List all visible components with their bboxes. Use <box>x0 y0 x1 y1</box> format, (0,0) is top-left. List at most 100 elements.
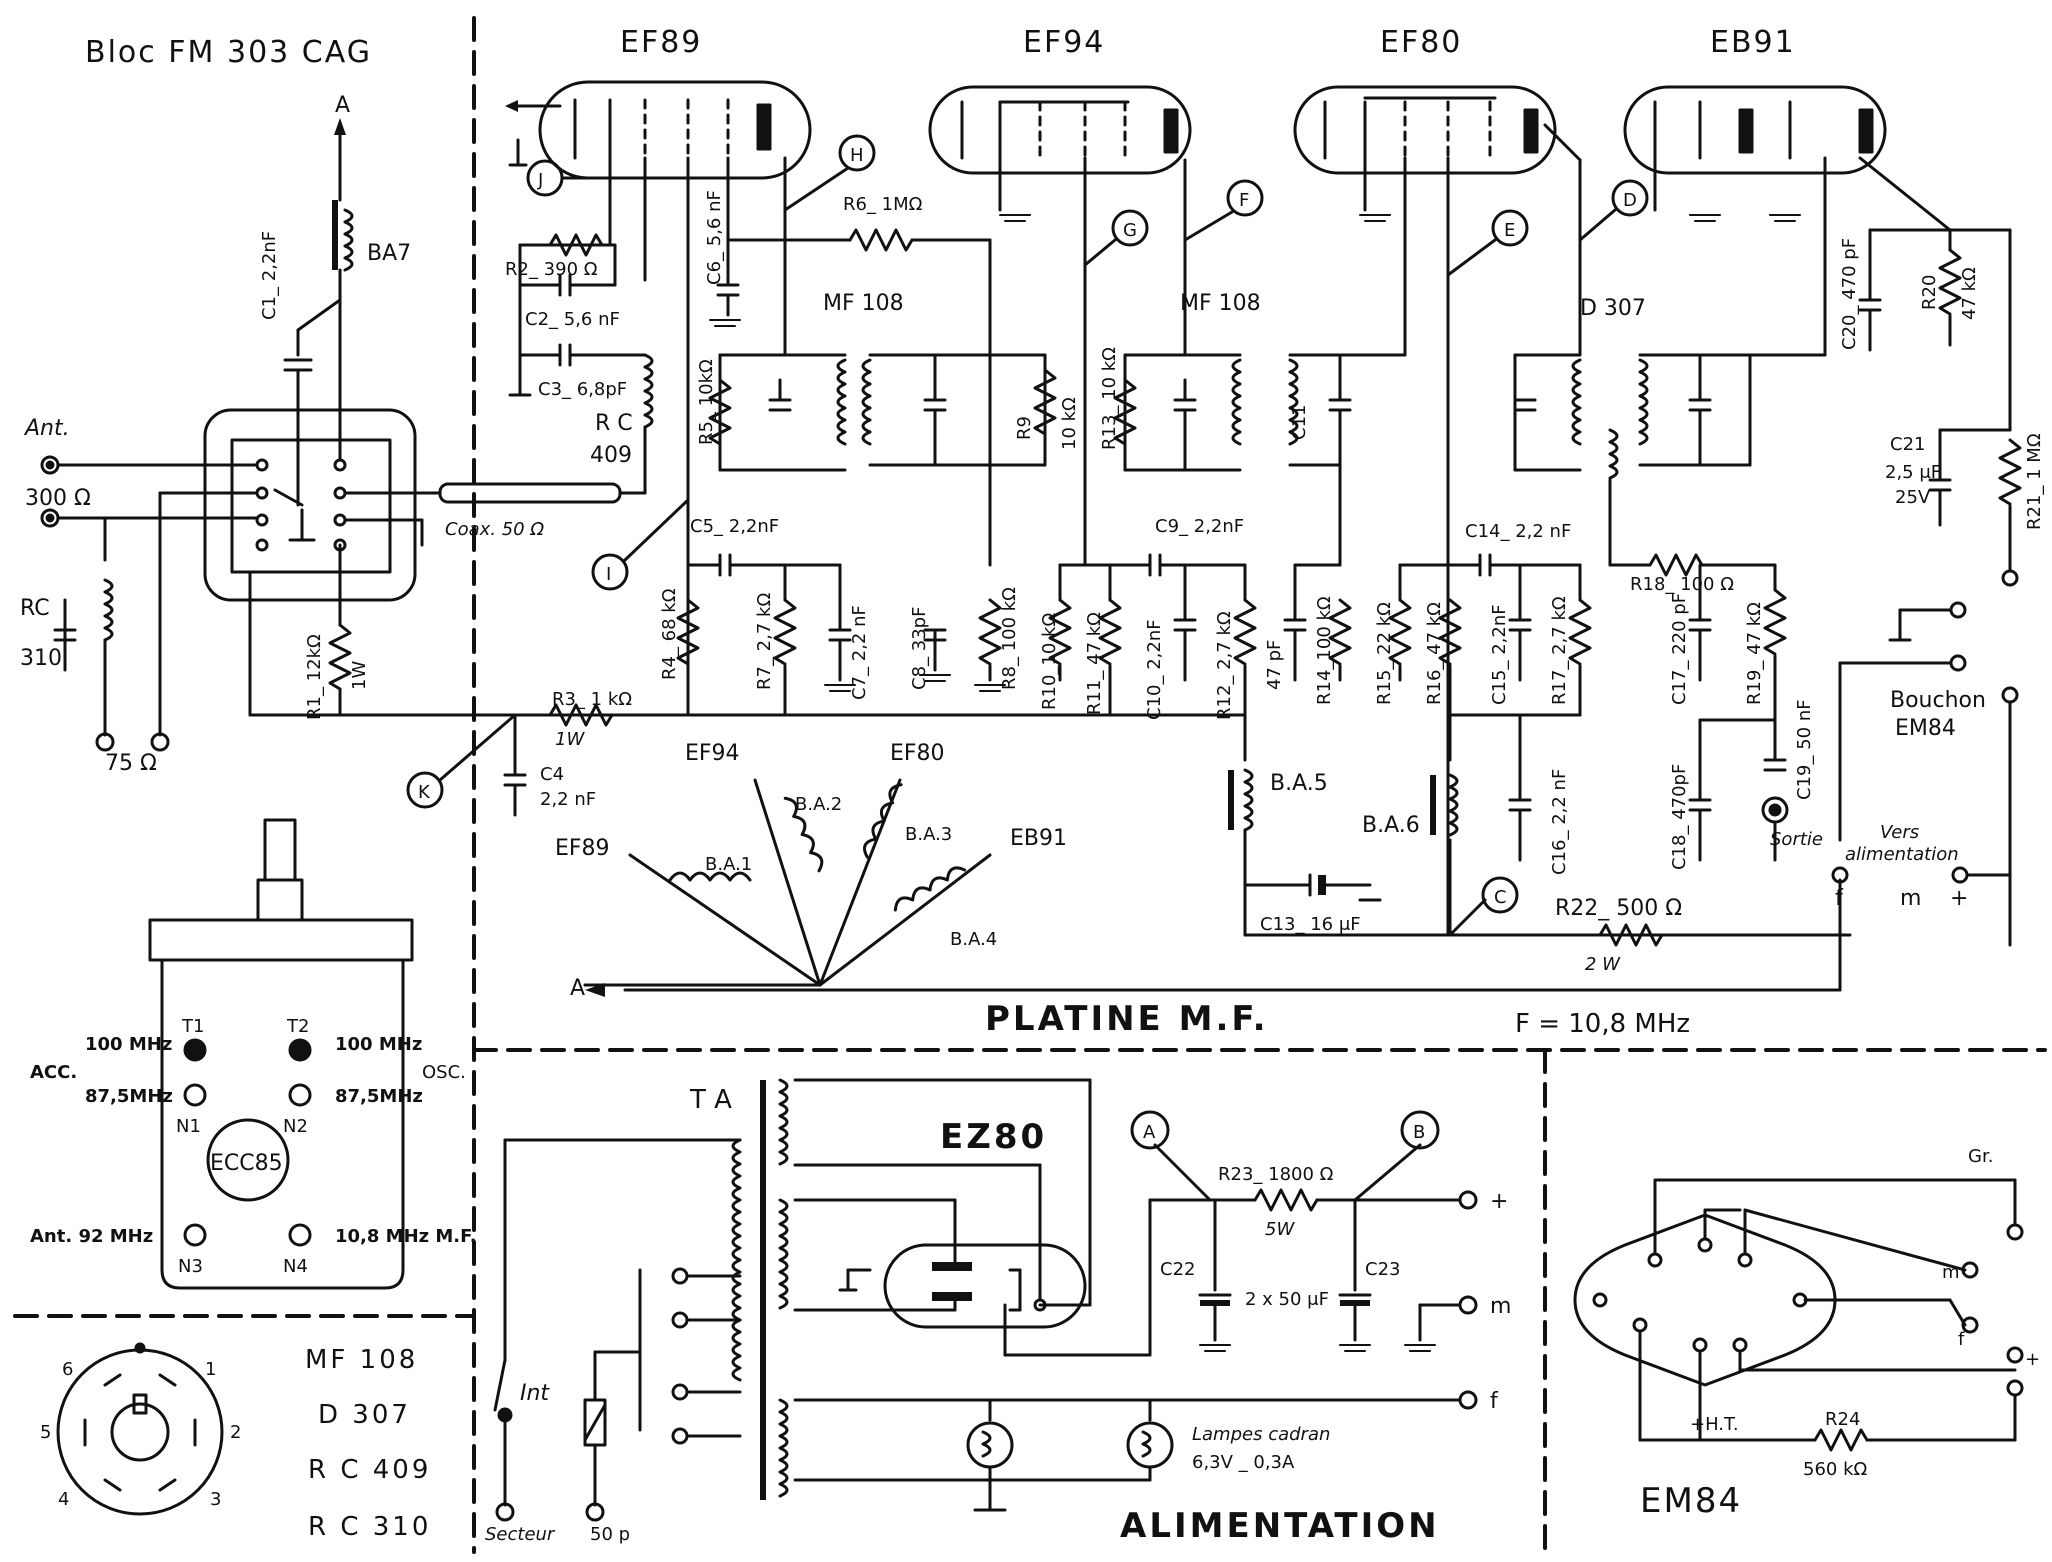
power-grounds <box>1199 1344 1436 1352</box>
label-c11-val: 47 pF <box>1264 640 1285 690</box>
pin-3: 3 <box>210 1489 221 1510</box>
label-ba7: BA7 <box>367 241 411 266</box>
heater-label-eb91: EB91 <box>1010 826 1067 851</box>
ecc85-n3: N3 <box>178 1256 203 1277</box>
point-B-power: B <box>1413 1122 1425 1143</box>
point-A-fan: A <box>570 976 585 1001</box>
heater-fan <box>583 778 992 987</box>
label-ba5: B.A.5 <box>1270 771 1328 796</box>
point-K: K <box>418 782 431 803</box>
point-E: E <box>1504 220 1515 241</box>
label-c21: C21 <box>1890 434 1925 455</box>
tube-label-ef94: EF94 <box>1023 25 1105 60</box>
pin-5: 5 <box>40 1422 51 1443</box>
ecc85-block <box>148 818 414 1290</box>
label-c16: C16_ 2,2 nF <box>1549 769 1570 875</box>
ecc85-t1: T1 <box>181 1016 204 1037</box>
label-300ohm: 300 Ω <box>25 486 91 511</box>
ef80-stage <box>1283 156 1592 937</box>
tube-label-ef80: EF80 <box>1380 25 1462 60</box>
point-A-top: A <box>335 93 350 118</box>
label-ba4: B.A.4 <box>950 929 997 950</box>
ecc85-n4: N4 <box>283 1256 308 1277</box>
label-r1-w: 1W <box>349 661 370 690</box>
em84-gr: Gr. <box>1968 1146 1993 1167</box>
label-r9-val: 10 kΩ <box>1059 397 1080 450</box>
ecc85-acc: ACC. <box>30 1062 77 1083</box>
label-bouchon-em84: EM84 <box>1895 716 1956 741</box>
ef89-stage <box>508 138 1057 717</box>
ecc85-osc: OSC. <box>422 1062 466 1083</box>
label-r20: R20 <box>1919 275 1940 310</box>
em84-m: m <box>1942 1262 1960 1283</box>
label-r3: R3_ 1 kΩ <box>552 689 632 710</box>
label-ba3: B.A.3 <box>905 824 952 845</box>
label-r22-w: 2 W <box>1585 954 1621 975</box>
label-c10: C10_ 2,2nF <box>1144 619 1165 720</box>
label-terminal-f: f <box>1835 886 1844 911</box>
power-terminal-m: m <box>1490 1294 1511 1319</box>
label-c3: C3_ 6,8pF <box>538 379 627 400</box>
label-ant: Ant. <box>23 416 70 441</box>
label-ba2: B.A.2 <box>795 794 842 815</box>
label-rc310-num: 310 <box>20 646 62 671</box>
em84-f: f <box>1958 1329 1965 1350</box>
label-r9: R9 <box>1014 416 1035 440</box>
frequency-label: F = 10,8 MHz <box>1515 1009 1690 1039</box>
eb91-stage <box>1513 123 2022 862</box>
label-c1: C1_ 2,2nF <box>259 231 280 320</box>
label-c13: C13_ 16 μF <box>1260 914 1361 935</box>
ecc85-100mhz-left: 100 MHz <box>85 1034 172 1055</box>
label-r23-w: 5W <box>1265 1219 1295 1240</box>
label-c8: C8_ 33pF <box>909 607 930 690</box>
point-G: G <box>1123 220 1137 241</box>
legend-d307: D 307 <box>318 1400 411 1430</box>
label-r3-w: 1W <box>555 729 585 750</box>
label-c2: C2_ 5,6 nF <box>525 309 620 330</box>
ecc85-875mhz-left: 87,5MHz <box>85 1086 173 1107</box>
ecc85-n2: N2 <box>283 1116 308 1137</box>
label-terminal-m: m <box>1900 886 1921 911</box>
ecc85-t2: T2 <box>286 1016 309 1037</box>
heater-label-ef80: EF80 <box>890 741 945 766</box>
bloc-fm-tuner <box>40 118 647 752</box>
ba5-ba6-r22 <box>1228 768 1664 947</box>
ecc85-mf108: 10,8 MHz M.F. <box>335 1226 477 1247</box>
em84-r24: R24 <box>1825 1409 1860 1430</box>
point-H: H <box>850 145 864 166</box>
label-secteur: Secteur <box>485 1524 556 1545</box>
label-lampes-val: 6,3V _ 0,3A <box>1192 1452 1295 1473</box>
label-ta: T A <box>689 1085 732 1115</box>
alimentation-title: ALIMENTATION <box>1120 1506 1440 1546</box>
label-r5: R5_ 10kΩ <box>696 359 717 445</box>
test-points <box>406 134 1649 937</box>
ecc85-100mhz-right: 100 MHz <box>335 1034 422 1055</box>
label-r21: R21_ 1 MΩ <box>2024 433 2045 530</box>
pin-4: 4 <box>58 1489 69 1510</box>
em84-r24-val: 560 kΩ <box>1803 1459 1868 1480</box>
label-r23: R23_ 1800 Ω <box>1218 1164 1334 1185</box>
pin-socket <box>56 1342 224 1516</box>
tube-ef80 <box>1293 85 1557 175</box>
heater-label-ef89: EF89 <box>555 836 610 861</box>
label-c6: C6_ 5,6 nF <box>704 190 725 285</box>
label-vers: Vers <box>1880 822 1919 843</box>
label-mf108-a: MF 108 <box>823 291 904 316</box>
heater-label-ef94: EF94 <box>685 741 740 766</box>
label-r19: R19_ 47 kΩ <box>1744 602 1765 705</box>
em84-plus: + <box>2025 1349 2040 1370</box>
label-50p: 50 p <box>590 1524 630 1545</box>
point-I: I <box>606 564 611 585</box>
ground-symbols <box>709 214 1801 692</box>
label-rc310: RC <box>20 596 50 621</box>
bplus-rail <box>548 713 1852 937</box>
ecc85-ant92: Ant. 92 MHz <box>30 1226 153 1247</box>
point-A-power: A <box>1143 1122 1156 1143</box>
label-c4-val: 2,2 nF <box>540 789 596 810</box>
pin-1: 1 <box>205 1359 216 1380</box>
label-r1: R1_ 12kΩ <box>304 634 325 720</box>
point-C: C <box>1494 887 1507 908</box>
bouchon-connector <box>585 601 2019 997</box>
